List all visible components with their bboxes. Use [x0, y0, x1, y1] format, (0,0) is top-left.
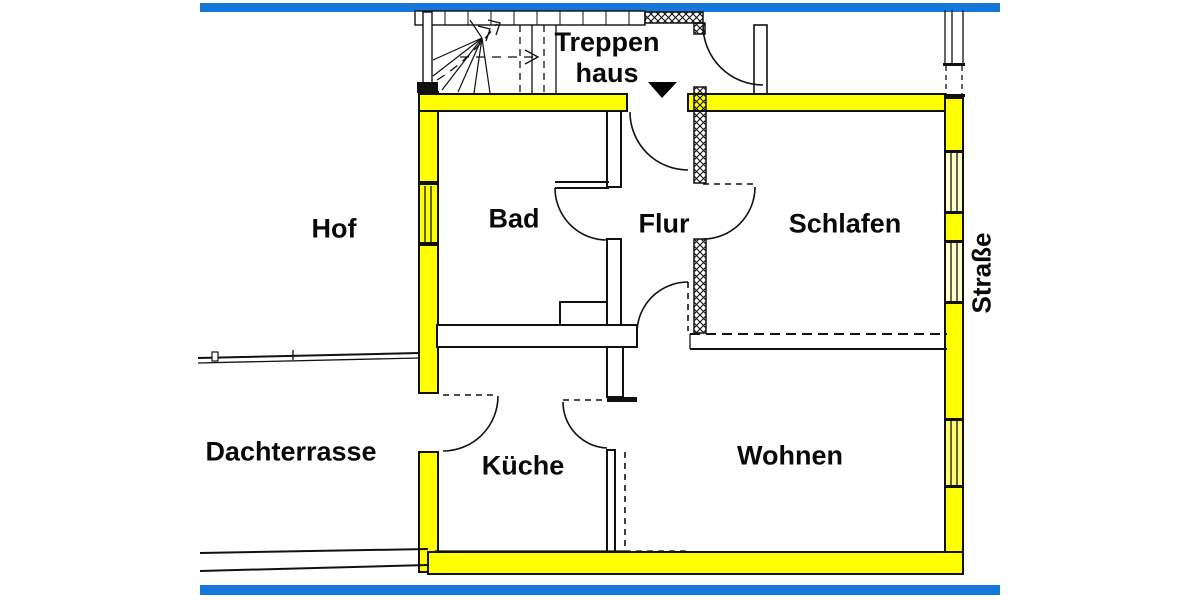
wall-bathroom-hall-upper — [606, 110, 622, 188]
terrace-edge-line-2 — [199, 564, 429, 572]
room-label-bedroom: Schlafen — [788, 208, 902, 239]
window-bedroom-2 — [944, 240, 964, 304]
interior-walls — [435, 11, 947, 553]
wall-entrance-hatched-corner — [693, 22, 706, 35]
terrace-railing-line-2 — [197, 357, 420, 364]
stair-winder-fan — [432, 19, 491, 94]
window-bedroom-1 — [944, 150, 964, 214]
door-bedroom — [702, 183, 756, 240]
window-living-room — [944, 418, 964, 488]
door-living-room — [636, 281, 689, 334]
stairwell-top-wall — [414, 10, 646, 26]
room-label-bathroom: Bad — [488, 203, 540, 234]
door-apartment-entrance — [629, 111, 689, 171]
door-terrace — [442, 394, 499, 452]
door-kitchen — [562, 399, 608, 449]
wall-left-top-cap — [417, 82, 438, 93]
stair-treads — [519, 25, 557, 93]
street-label: Straße — [966, 232, 997, 314]
wall-bathroom-kitchen — [436, 324, 638, 348]
wall-bedroom-hall-upper — [693, 86, 707, 184]
street-bar-top — [200, 3, 1000, 12]
wall-bottom — [427, 551, 964, 575]
wall-top-bathroom — [418, 93, 628, 112]
room-label-living-room: Wohnen — [737, 440, 843, 471]
room-label-courtyard: Hof — [311, 213, 357, 244]
wall-stub-cap — [607, 397, 637, 402]
window-bathroom — [419, 181, 438, 246]
room-label-roof-terrace: Dachterrasse — [205, 436, 377, 467]
building-right-wall-top — [943, 10, 965, 97]
terrace-railing-line-1 — [197, 352, 420, 359]
stair-walk-line — [436, 19, 540, 81]
room-label-hallway: Flur — [638, 208, 690, 239]
room-label-stairwell-line2: haus — [575, 58, 639, 88]
door-bathroom — [554, 181, 609, 241]
highlighted-walls — [417, 82, 964, 575]
terrace-edge-line-1 — [199, 548, 429, 554]
room-label-stairwell-line1: Treppen — [554, 27, 660, 57]
door-stair-hall — [702, 24, 764, 86]
wall-top-bedroom — [687, 93, 946, 112]
street-bar-bottom — [200, 585, 1000, 595]
stairwell-top-wall-ticks — [444, 11, 630, 25]
wall-bedroom-hall-lower — [693, 238, 707, 334]
wall-entrance-hatched — [644, 11, 704, 24]
wall-kitchen-hall-stub — [606, 346, 624, 398]
room-label-kitchen: Küche — [481, 450, 565, 481]
terrace-edges — [197, 350, 429, 572]
stair-hall-door-jamb — [753, 24, 768, 95]
street-bars — [200, 3, 1000, 595]
stairwell-left-wall — [422, 11, 433, 85]
entrance-marker-icon — [648, 82, 677, 98]
room-label-stairwell: Treppen haus — [554, 27, 659, 89]
terrace-railing-post-1 — [211, 351, 219, 362]
doors — [442, 24, 764, 452]
wall-kitchen-living — [606, 449, 616, 553]
bathroom-duct-box — [559, 301, 608, 326]
wall-bedroom-living — [689, 333, 947, 350]
wall-bathroom-hall-lower — [606, 238, 622, 326]
